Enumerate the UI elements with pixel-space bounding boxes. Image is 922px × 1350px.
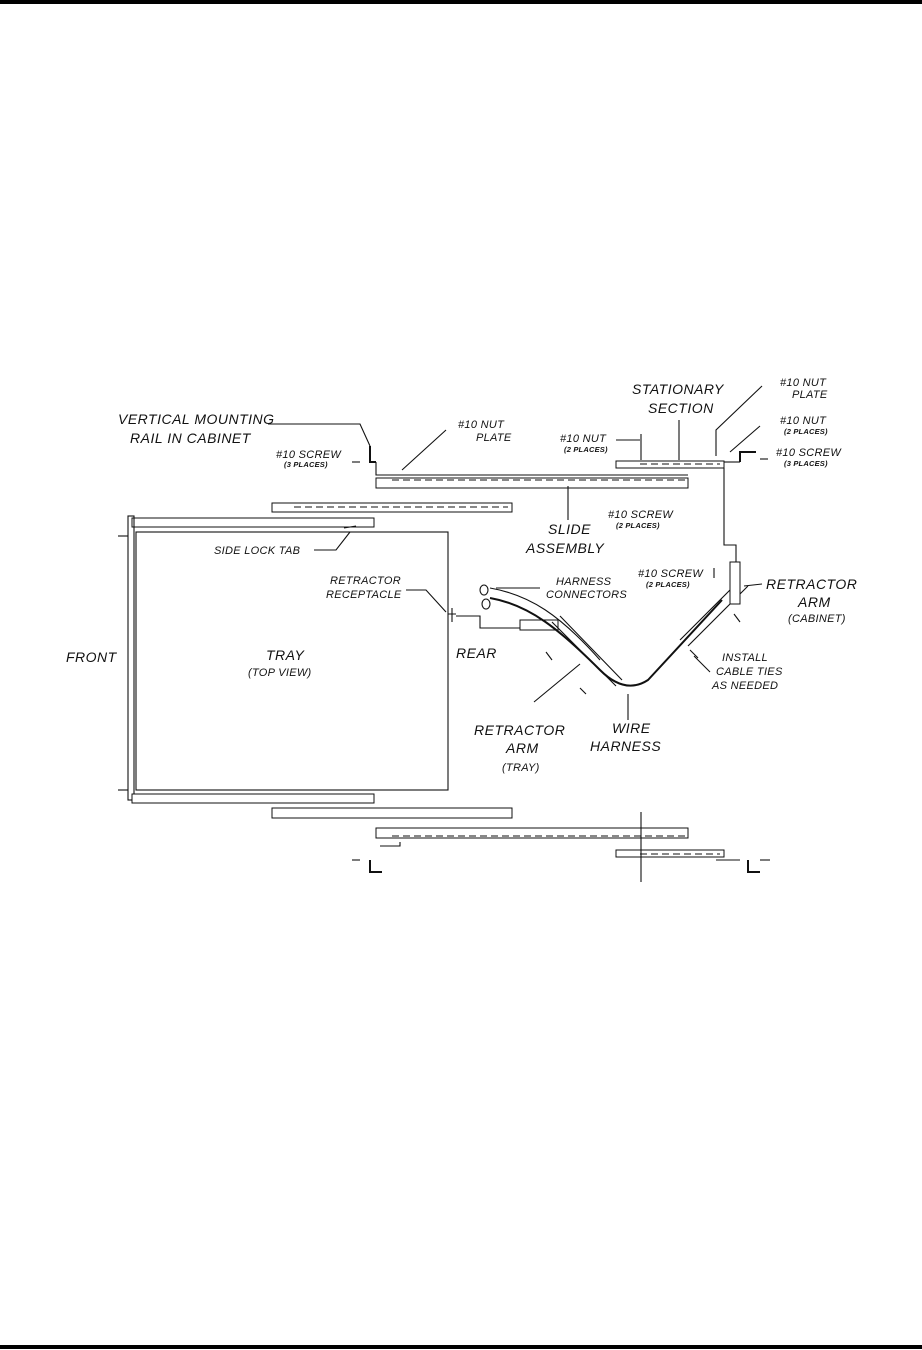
bottom-rule: [0, 1345, 922, 1349]
label-slide-2: ASSEMBLY: [525, 540, 605, 556]
label-retractor-cabinet-2: ARM: [797, 594, 831, 610]
retractor-receptacle: [448, 608, 456, 622]
label-rear: REAR: [456, 645, 497, 661]
slide-rail-outer: [375, 477, 689, 489]
leader-lines: [268, 385, 763, 720]
top-rule: [0, 0, 922, 4]
label-vertical-rail: VERTICAL MOUNTING: [118, 411, 275, 427]
label-front: FRONT: [66, 649, 118, 665]
label-screw-arm-places: (2 PLACES): [646, 580, 690, 589]
label-harness-connectors-2: CONNECTORS: [546, 589, 627, 601]
label-stationary-2: SECTION: [648, 400, 714, 416]
label-nut-right-places: (2 PLACES): [784, 427, 828, 436]
slide-rail-inner: [131, 517, 375, 528]
label-side-lock-tab: SIDE LOCK TAB: [214, 545, 300, 557]
label-wire: WIRE: [612, 720, 651, 736]
label-wire-2: HARNESS: [590, 738, 661, 754]
left-mount-bracket: [369, 446, 376, 463]
diagram-labels: VERTICAL MOUNTING RAIL IN CABINET #10 SC…: [66, 377, 857, 774]
retractor-assembly: [456, 561, 749, 695]
label-tray-view: (TOP VIEW): [248, 667, 312, 679]
label-retractor-receptacle: RETRACTOR: [330, 575, 401, 587]
lower-slide-assembly: [131, 793, 770, 882]
label-vertical-rail-2: RAIL IN CABINET: [130, 430, 252, 446]
label-install-2: CABLE TIES: [716, 666, 783, 678]
label-screw-right: #10 SCREW: [776, 447, 842, 459]
label-install-3: AS NEEDED: [711, 680, 778, 692]
label-nut-plate-left-2: PLATE: [476, 432, 512, 444]
label-tray: TRAY: [266, 647, 305, 663]
label-slide: SLIDE: [548, 521, 591, 537]
wire-harness: [489, 597, 723, 687]
tray-body: [118, 515, 456, 801]
side-lock-tab: [343, 525, 357, 529]
label-nut-plate-right: #10 NUT: [780, 377, 827, 389]
stationary-section: [615, 460, 725, 469]
harness-connector-1: [479, 584, 489, 596]
label-retractor-tray: RETRACTOR: [474, 722, 565, 738]
label-retractor-cabinet: RETRACTOR: [766, 576, 857, 592]
label-screw-left-places: (3 PLACES): [284, 460, 328, 469]
label-screw-arm: #10 SCREW: [638, 568, 704, 580]
label-harness-connectors: HARNESS: [556, 576, 612, 588]
label-screw-mid-places: (2 PLACES): [616, 521, 660, 530]
tray-outline: [135, 531, 449, 791]
label-nut-right: #10 NUT: [780, 415, 827, 427]
label-nut-mid: #10 NUT: [560, 433, 607, 445]
label-nut-plate-right-2: PLATE: [792, 389, 828, 401]
label-retractor-receptacle-2: RECEPTACLE: [326, 589, 402, 601]
label-retractor-tray-2: ARM: [505, 740, 539, 756]
label-screw-right-places: (3 PLACES): [784, 459, 828, 468]
label-stationary: STATIONARY: [632, 381, 725, 397]
label-screw-mid: #10 SCREW: [608, 509, 674, 521]
label-install: INSTALL: [722, 652, 768, 664]
label-nut-plate-left: #10 NUT: [458, 419, 505, 431]
label-retractor-cabinet-3: (CABINET): [788, 613, 846, 625]
upper-slide-assembly: [131, 446, 768, 562]
slide-rail-middle: [271, 502, 513, 513]
harness-connector-2: [481, 598, 491, 610]
tray-front-panel: [127, 515, 135, 801]
right-mount-bracket: [739, 451, 756, 462]
label-screw-left: #10 SCREW: [276, 449, 342, 461]
label-nut-mid-places: (2 PLACES): [564, 445, 608, 454]
label-retractor-tray-3: (TRAY): [502, 762, 540, 774]
